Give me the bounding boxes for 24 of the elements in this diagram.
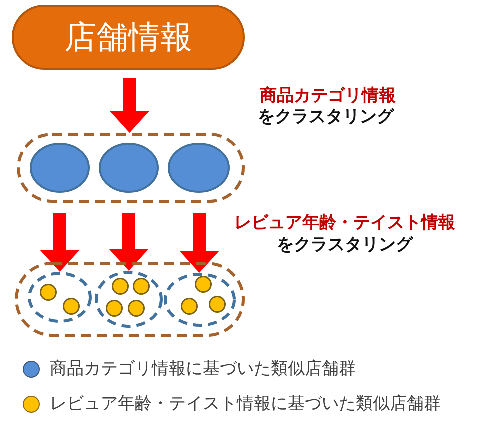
circle-node [133, 278, 150, 295]
annotation-text: レビュア年齢・テイスト情報 [234, 213, 456, 233]
dashed-group [17, 133, 245, 203]
ellipse-node [99, 143, 159, 193]
annotation-text: をクラスタリング [277, 235, 413, 255]
ellipse-node [168, 143, 230, 193]
dashed-cluster [95, 271, 163, 328]
ellipse-node [30, 143, 90, 193]
annotation-text: 商品カテゴリ情報 [260, 86, 396, 106]
dashed-cluster [164, 273, 236, 327]
circle-node [112, 278, 129, 295]
circle-node [181, 298, 198, 315]
circle-node [63, 298, 80, 315]
dashed-cluster [28, 272, 92, 323]
legend-text: レビュア年齢・テイスト情報に基づいた類似店舗群 [50, 394, 441, 414]
circle-node [106, 300, 123, 317]
dashed-group [15, 262, 245, 337]
circle-node [128, 300, 145, 317]
annotation-text: をクラスタリング [258, 107, 394, 127]
legend-text: 商品カテゴリ情報に基づいた類似店舗群 [50, 359, 356, 379]
circle-node [40, 284, 57, 301]
rounded-box: 店舗情報 [12, 5, 245, 70]
circle-node [195, 276, 212, 293]
circle-node [209, 296, 226, 313]
